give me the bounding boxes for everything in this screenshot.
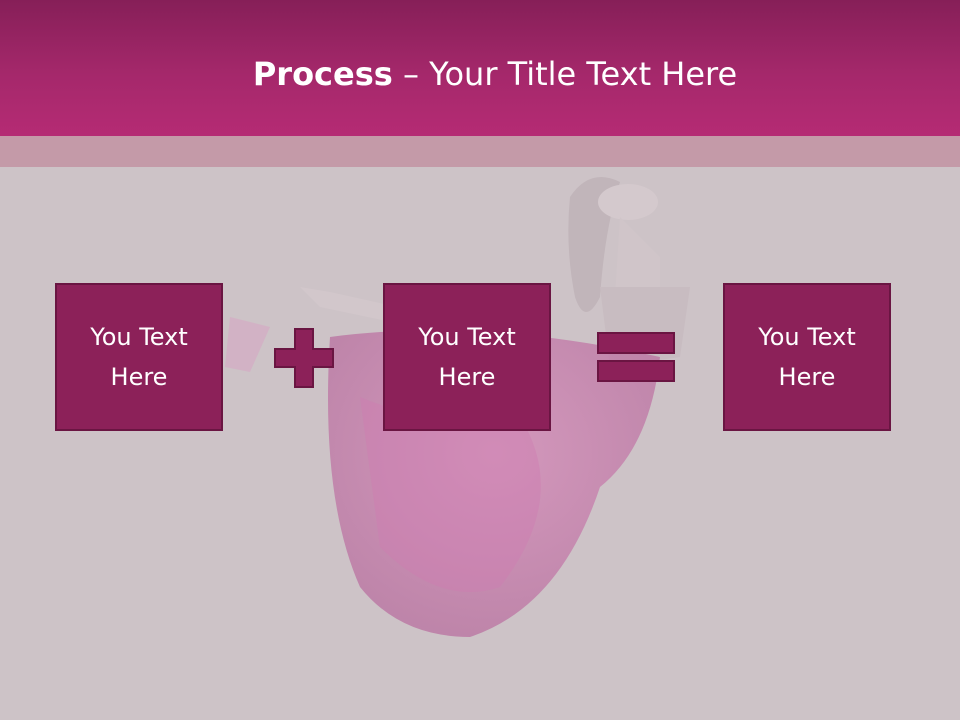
equals-icon	[597, 332, 675, 382]
title-rest: – Your Title Text Here	[392, 55, 738, 93]
title-bold: Process	[252, 55, 393, 93]
background-dancer-image	[0, 167, 960, 720]
process-box-2-text: You Text Here	[418, 323, 516, 391]
slide-title: Process – Your Title Text Here	[0, 54, 960, 94]
process-box-3[interactable]: You Text Here	[723, 283, 891, 431]
process-box-1-text: You Text Here	[90, 323, 188, 391]
header-band	[0, 136, 960, 167]
process-box-1[interactable]: You Text Here	[55, 283, 223, 431]
process-box-3-text: You Text Here	[758, 323, 856, 391]
process-box-2[interactable]: You Text Here	[383, 283, 551, 431]
header-bar	[0, 0, 960, 136]
plus-icon	[274, 328, 334, 388]
